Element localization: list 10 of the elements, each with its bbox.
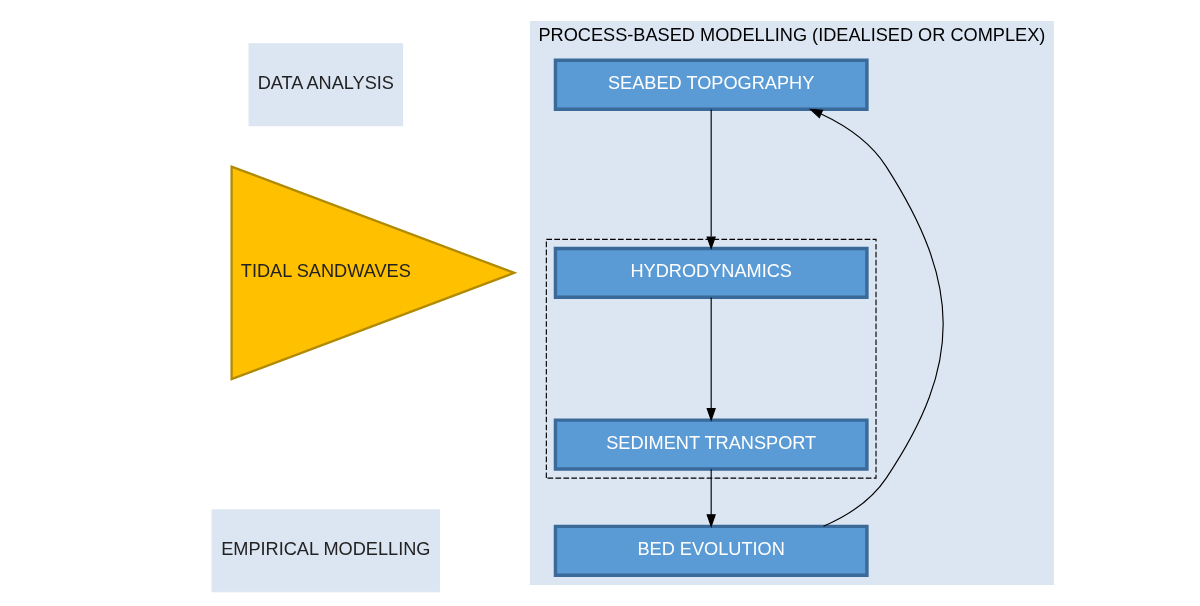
node-box: HYDRODYNAMICS <box>553 246 869 300</box>
arrow <box>706 468 716 528</box>
node-box: SEABED TOPOGRAPHY <box>553 58 869 111</box>
node-box: BED EVOLUTION <box>553 524 869 577</box>
arrow <box>706 297 716 422</box>
node-box: EMPIRICAL MODELLING <box>211 509 441 593</box>
arrow <box>706 108 716 251</box>
node-box: DATA ANALYSIS <box>248 43 404 127</box>
node-box: SEDIMENT TRANSPORT <box>553 418 869 471</box>
arrow <box>808 108 944 527</box>
